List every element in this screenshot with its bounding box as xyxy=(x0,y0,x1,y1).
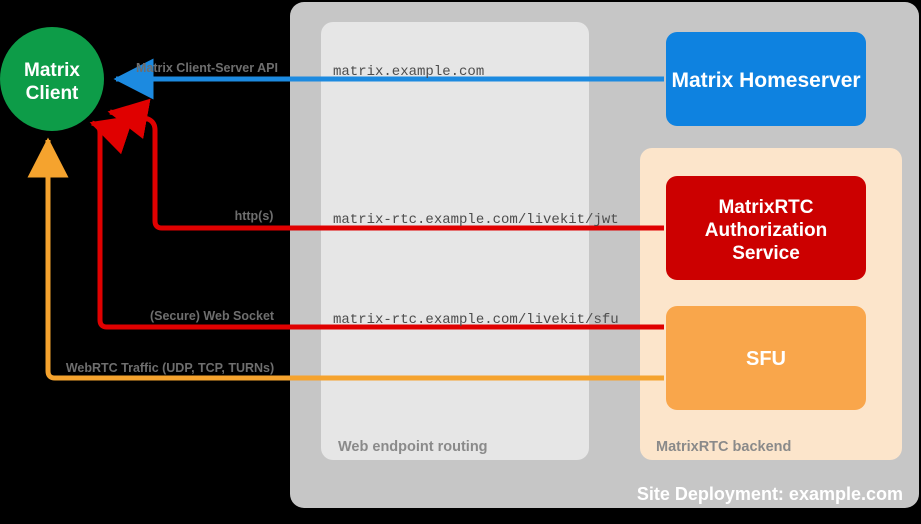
auth-service-label-line2: Authorization xyxy=(705,220,827,241)
endpoint-livekit-jwt: matrix-rtc.example.com/livekit/jwt xyxy=(333,212,619,228)
matrix-homeserver-label: Matrix Homeserver xyxy=(671,69,860,92)
flow-label-webrtc-traffic: WebRTC Traffic (UDP, TCP, TURNs) xyxy=(66,361,274,375)
web-endpoint-routing-panel xyxy=(321,22,589,460)
flow-label-https: http(s) xyxy=(235,209,274,223)
matrixrtc-authorization-service-node[interactable] xyxy=(666,176,866,280)
endpoint-matrix-example-com: matrix.example.com xyxy=(333,64,484,80)
sfu-node[interactable] xyxy=(666,306,866,410)
auth-service-label-line3: Service xyxy=(732,243,800,264)
flow-https-jwt-line xyxy=(107,98,664,231)
matrix-client-label-line2: Client xyxy=(26,83,79,104)
flow-webrtc-traffic-line xyxy=(27,137,664,381)
site-deployment-caption: Site Deployment: example.com xyxy=(637,484,903,504)
flow-label-secure-websocket: (Secure) Web Socket xyxy=(150,309,275,323)
matrix-client-label-line1: Matrix xyxy=(24,60,80,81)
flow-secure-websocket-line xyxy=(89,115,664,330)
matrix-client-node[interactable] xyxy=(0,27,104,131)
endpoint-livekit-sfu: matrix-rtc.example.com/livekit/sfu xyxy=(333,312,619,328)
sfu-label: SFU xyxy=(746,348,786,370)
matrix-homeserver-node[interactable] xyxy=(666,32,866,126)
web-endpoint-routing-caption: Web endpoint routing xyxy=(338,439,488,455)
auth-service-label-line1: MatrixRTC xyxy=(718,197,813,218)
matrixrtc-backend-caption: MatrixRTC backend xyxy=(656,439,791,455)
flow-label-client-server-api: Matrix Client-Server API xyxy=(136,61,278,75)
